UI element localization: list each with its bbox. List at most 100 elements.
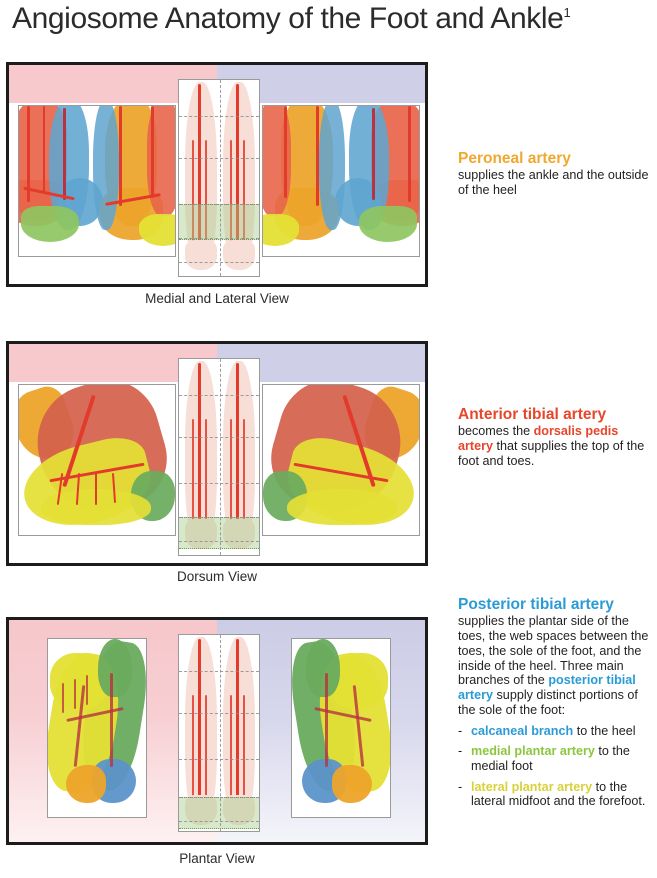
shape-lateral-plantar-territory xyxy=(139,214,175,246)
vessel-line-mirror-2 xyxy=(372,108,375,200)
branch-bullet-marker: - xyxy=(458,744,463,759)
illustration-lateral-ankle xyxy=(262,105,420,257)
foot-right-outline xyxy=(223,240,255,270)
body-fragment-3: supply distinct portions of the sole of … xyxy=(458,688,638,717)
shape-peroneal-heel-plantar-mirror xyxy=(332,765,372,803)
shape-great-toe xyxy=(98,639,132,697)
leg-right-skin-3 xyxy=(223,637,255,823)
branch-bullet-marker: - xyxy=(458,779,463,794)
branch-list-posterior-tibial: -calcaneal branch to the heel-medial pla… xyxy=(458,724,654,810)
vessel-plantar-digital-2 xyxy=(74,679,76,709)
heading-peroneal-artery: Peroneal artery xyxy=(458,150,571,167)
vessel-plantar-digital-1 xyxy=(62,683,64,713)
artery-right-main-2 xyxy=(236,363,239,533)
panel-plantar-view xyxy=(6,617,428,845)
vessel-line-medial-1 xyxy=(27,106,30,202)
body-fragment-2: dorsalis pedis artery xyxy=(458,424,619,454)
branch-fragment-2: to the lateral midfoot and the forefoot. xyxy=(471,779,646,809)
illustration-medial-ankle xyxy=(18,105,176,257)
artery-right-branch-a-3 xyxy=(230,695,232,805)
shape-calcaneal-territory-mirror xyxy=(359,206,417,242)
leg-left-skin xyxy=(185,82,217,268)
vessel-plantar-digital-3 xyxy=(86,675,88,705)
illustration-dorsum-right xyxy=(262,384,420,536)
shape-dorsum-toes-mirror xyxy=(287,489,397,525)
highlight-band-foot-3 xyxy=(179,797,259,829)
shape-posterior-tibial-lateral xyxy=(93,106,119,230)
guide-line-2-h5 xyxy=(179,541,259,542)
branch-fragment-2: to the heel xyxy=(573,723,636,738)
page-title: Angiosome Anatomy of the Foot and Ankle1 xyxy=(12,2,571,36)
guide-line-3-h3 xyxy=(179,759,259,760)
description-anterior-tibial-artery: Anterior tibial artery becomes the dorsa… xyxy=(458,406,654,475)
leg-right-skin-2 xyxy=(223,361,255,547)
shape-great-toe-mirror xyxy=(306,639,340,697)
illustration-plantar-left xyxy=(47,638,147,818)
illustration-legs-anterior-panel1 xyxy=(178,79,260,277)
body-fragment-1: becomes the xyxy=(458,424,534,439)
caption-medial-lateral-view: Medial and Lateral View xyxy=(145,291,289,306)
page-title-text: Angiosome Anatomy of the Foot and Ankle xyxy=(12,2,564,35)
panel-2-inner xyxy=(9,344,425,563)
branch-fragment-2: to the medial foot xyxy=(471,744,630,773)
vessel-line-mirror-1 xyxy=(408,106,411,202)
guide-line-h5 xyxy=(179,262,259,263)
guide-line-2-h4 xyxy=(179,517,259,518)
highlight-band-foot-2 xyxy=(179,517,259,549)
guide-line-h1 xyxy=(179,116,259,117)
body-fragment-1: supplies the plantar side of the toes, t… xyxy=(458,614,649,688)
highlight-band-ankle xyxy=(179,204,259,240)
foot-left-outline xyxy=(185,240,217,270)
guide-line-h3 xyxy=(179,204,259,205)
illustration-legs-anterior-panel3 xyxy=(178,634,260,832)
body-fragment-2: posterior tibial artery xyxy=(458,673,636,703)
artery-left-branch-a-3 xyxy=(192,695,194,805)
guide-line-h4 xyxy=(179,238,259,239)
body-fragment-1: supplies the ankle and the outside of th… xyxy=(458,168,649,198)
shape-calcaneal-territory xyxy=(21,206,79,242)
vessel-digital-3 xyxy=(95,473,97,505)
artery-left-main-2 xyxy=(198,363,201,533)
illustration-plantar-right xyxy=(291,638,391,818)
artery-right-branch-a-2 xyxy=(230,419,232,529)
heading-anterior-tibial-artery: Anterior tibial artery xyxy=(458,406,607,423)
guide-line-h2 xyxy=(179,158,259,159)
vessel-line-lateral-2 xyxy=(151,106,154,198)
shape-peroneal-heel-plantar xyxy=(66,765,106,803)
artery-left-branch-b-3 xyxy=(205,695,207,805)
artery-right-branch-b xyxy=(243,140,245,250)
foot-right-outline-3 xyxy=(223,795,255,825)
branch-fragment-1: calcaneal branch xyxy=(471,723,574,738)
guide-line-2-h2 xyxy=(179,437,259,438)
leg-left-skin-3 xyxy=(185,637,217,823)
foot-right-outline-2 xyxy=(223,519,255,549)
guide-line-3-h1 xyxy=(179,671,259,672)
artery-right-main-3 xyxy=(236,639,239,809)
foot-left-outline-2 xyxy=(185,519,217,549)
description-peroneal-artery: Peroneal artery supplies the ankle and t… xyxy=(458,150,654,204)
leg-right-skin xyxy=(223,82,255,268)
vessel-line-lateral-1 xyxy=(119,106,122,206)
panel-medial-lateral-view xyxy=(6,62,428,287)
artery-left-main-3 xyxy=(198,639,201,809)
illustration-dorsum-left xyxy=(18,384,176,536)
shape-lateral-plantar-territory-mirror xyxy=(262,214,299,246)
guide-line-2-h1 xyxy=(179,395,259,396)
artery-right-branch-b-2 xyxy=(243,419,245,529)
foot-left-outline-3 xyxy=(185,795,217,825)
artery-left-branch-a xyxy=(192,140,194,250)
artery-left-main xyxy=(198,84,201,254)
artery-left-branch-a-2 xyxy=(192,419,194,529)
branch-item-2: -medial plantar artery to the medial foo… xyxy=(458,744,654,773)
body-peroneal-artery: supplies the ankle and the outside of th… xyxy=(458,168,654,197)
artery-right-branch-a xyxy=(230,140,232,250)
heading-posterior-tibial-artery: Posterior tibial artery xyxy=(458,596,614,613)
guide-line-2-h3 xyxy=(179,483,259,484)
guide-line-3-h5 xyxy=(179,821,259,822)
guide-line-2-v-center xyxy=(220,359,221,555)
body-anterior-tibial-artery: becomes the dorsalis pedis artery that s… xyxy=(458,424,654,468)
panel-1-inner xyxy=(9,65,425,284)
vessel-line-medial-3 xyxy=(63,108,66,200)
branch-item-1: -calcaneal branch to the heel xyxy=(458,724,654,739)
branch-fragment-1: medial plantar artery xyxy=(471,744,595,759)
